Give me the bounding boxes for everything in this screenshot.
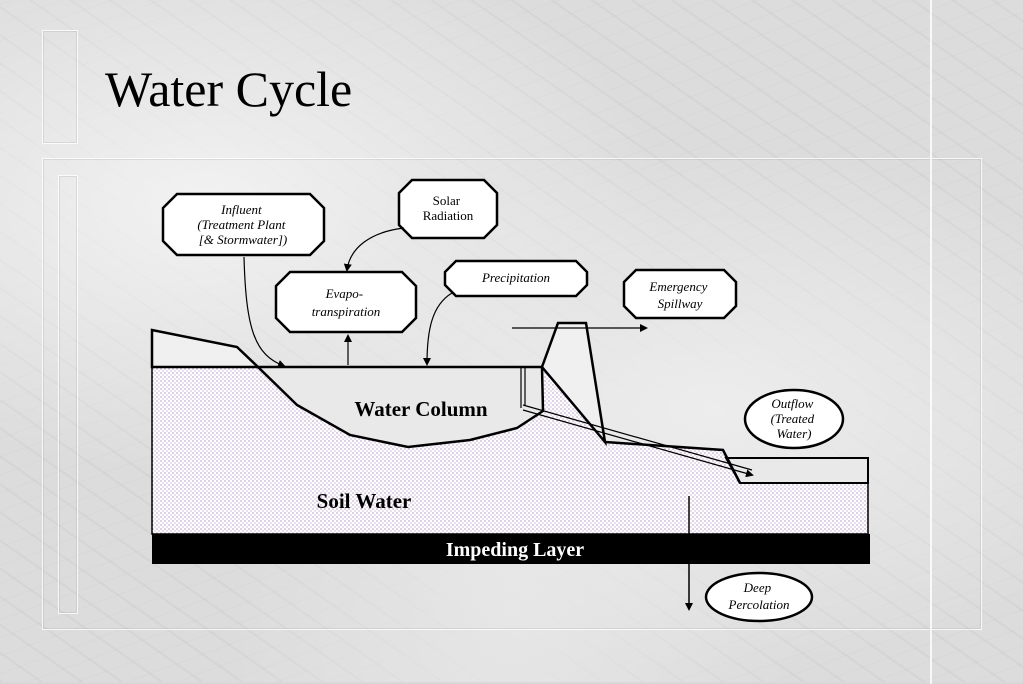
emergency-spillway-label: Emergency Spillway	[648, 279, 710, 311]
slide-title: Water Cycle	[105, 61, 353, 117]
deep-percolation-label: Deep Percolation	[728, 580, 790, 612]
outflow-ellipse	[743, 388, 845, 450]
water-column-label: Water Column	[354, 397, 488, 421]
impeding-layer-label: Impeding Layer	[446, 539, 584, 561]
content-panel-left-strip	[58, 175, 78, 614]
solar-radiation-label: Solar Radiation	[423, 193, 474, 223]
impeding-layer-bar	[152, 534, 870, 564]
soil-water-label: Soil Water	[317, 489, 412, 513]
title-panel-left-strip	[42, 30, 78, 144]
left-berm	[150, 328, 262, 369]
solar-arrow	[343, 227, 405, 272]
deep-percolation-ellipse	[704, 571, 814, 623]
content-panel	[42, 158, 982, 630]
outflow-label: Outflow (Treated Water)	[771, 396, 818, 441]
influent-box	[161, 192, 326, 257]
evapotranspiration-label: Evapo- transpiration	[312, 286, 381, 319]
outlet-pipe	[522, 404, 753, 471]
influent-label: Influent (Treatment Plant [& Stormwater]…	[197, 202, 288, 247]
solar-radiation-box	[397, 178, 499, 240]
dam-berm	[540, 321, 607, 447]
precipitation-label: Precipitation	[481, 270, 550, 285]
emergency-spillway-box	[622, 268, 738, 320]
precipitation-box	[443, 259, 589, 298]
outflow-channel	[724, 457, 869, 484]
evapotranspiration-box	[274, 270, 418, 334]
water-column	[254, 365, 545, 449]
influent-arrow	[243, 256, 286, 368]
precipitation-arrow	[423, 292, 453, 366]
